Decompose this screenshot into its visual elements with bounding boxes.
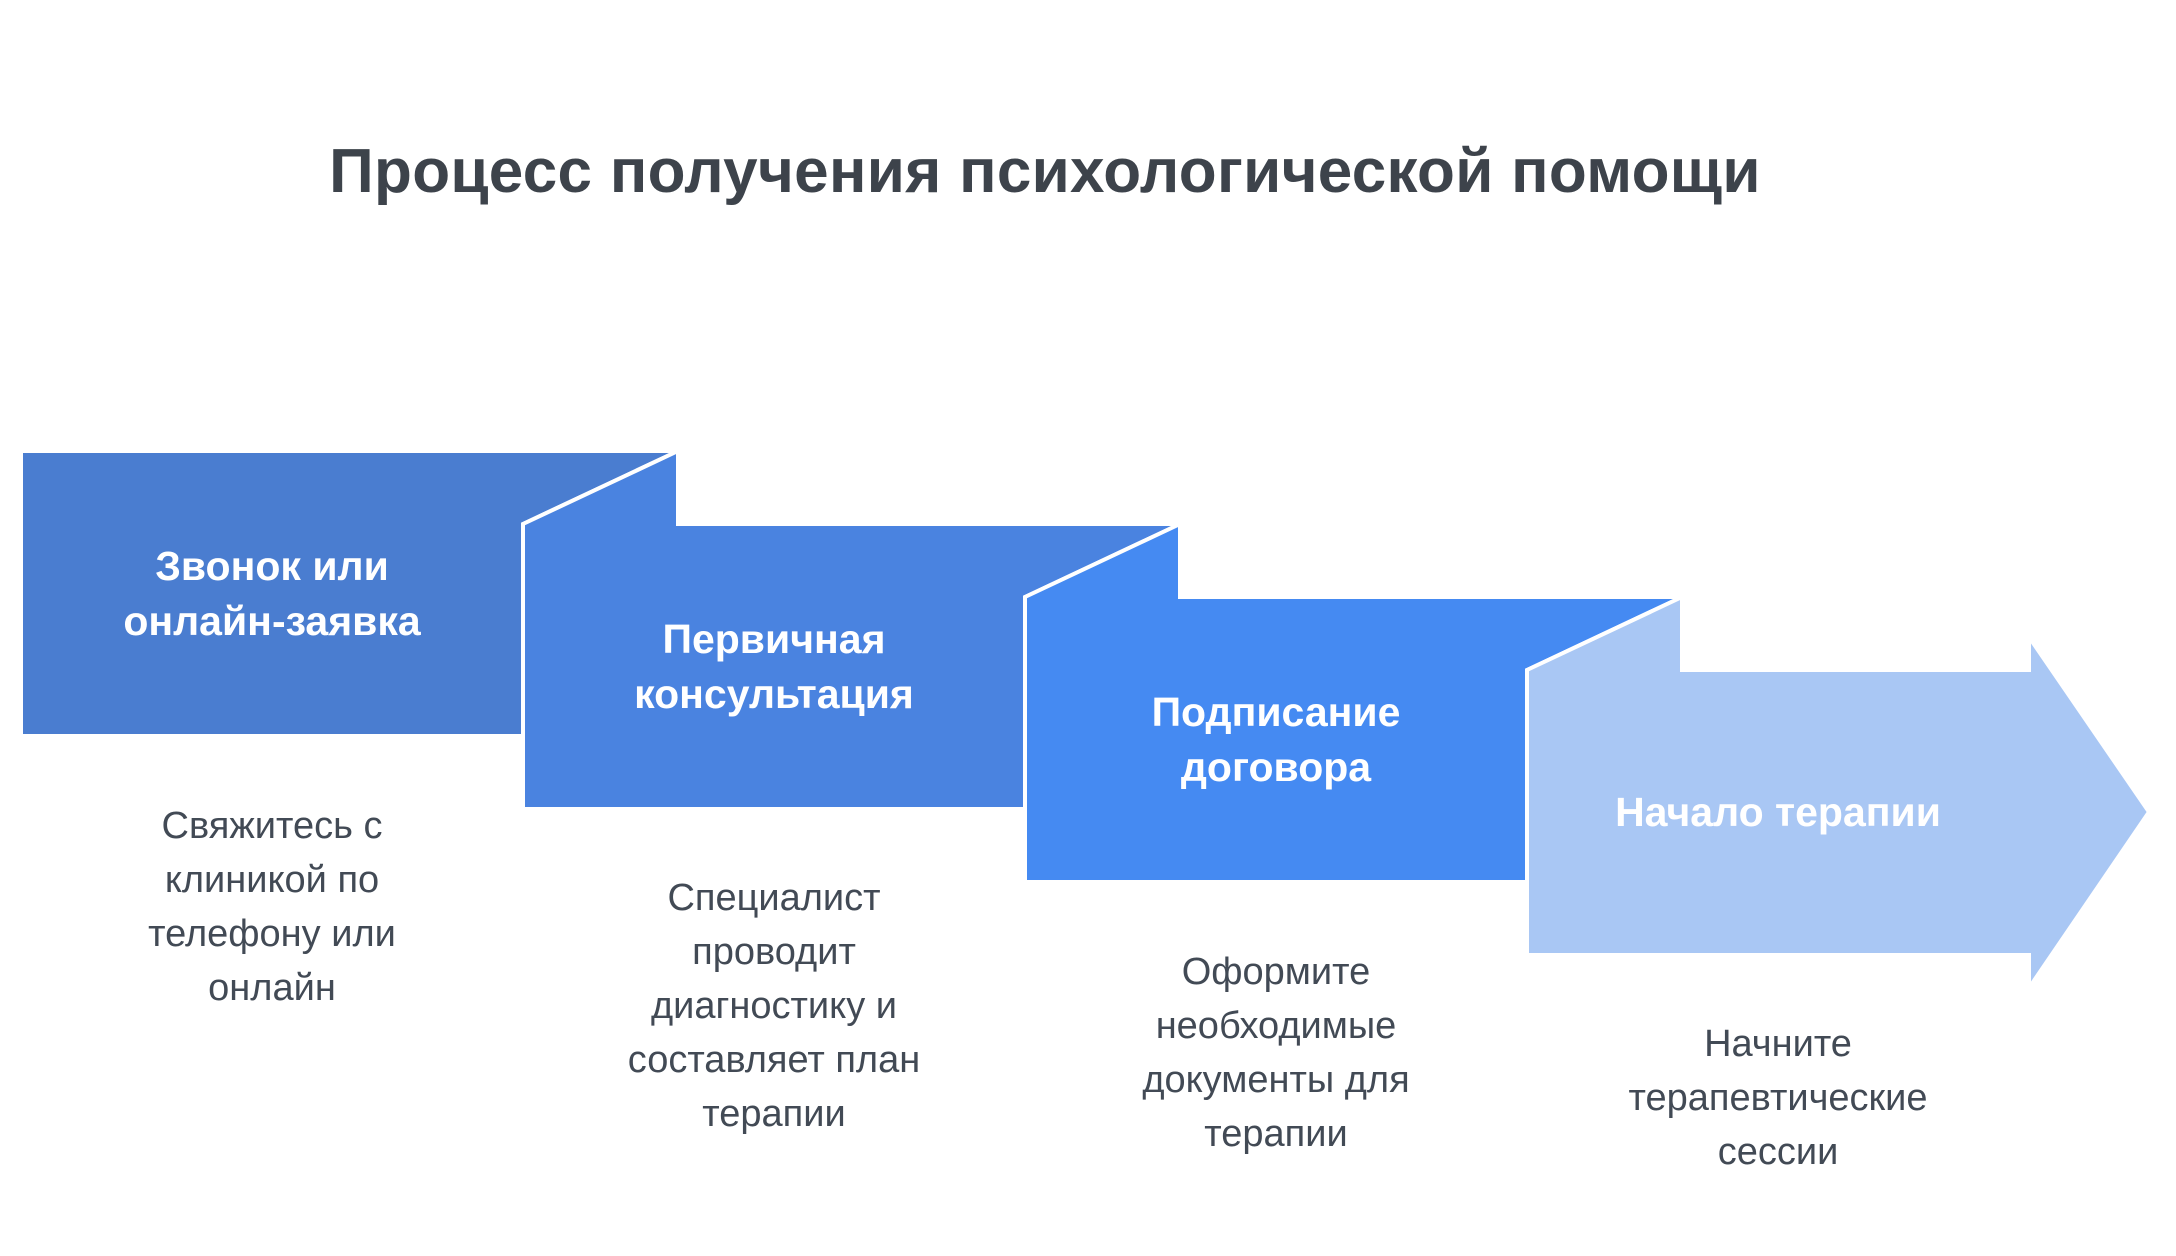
- step-1-description: Свяжитесь с клиникой по телефону или онл…: [21, 800, 523, 1016]
- step-2-description-text: Специалист проводит диагностику и состав…: [627, 877, 921, 1135]
- step-3-label: Подписание договора: [1025, 597, 1527, 882]
- step-1-label-text: Звонок или онлайн-заявка: [123, 543, 421, 644]
- step-3-description-text: Оформите необходимые документы для терап…: [1142, 951, 1410, 1155]
- step-3-description: Оформите необходимые документы для терап…: [1025, 946, 1527, 1162]
- page-title: Процесс получения психологической помощи: [329, 137, 1761, 206]
- step-2-description: Специалист проводит диагностику и состав…: [523, 872, 1025, 1142]
- step-4-description-text: Начните терапевтические сессии: [1628, 1023, 1928, 1173]
- step-4-label-text: Начало терапии: [1615, 789, 1941, 836]
- step-4-arrow-shape: [1525, 593, 2152, 995]
- step-4-label: Начало терапии: [1527, 670, 2029, 955]
- step-3-label-text: Подписание договора: [1151, 689, 1401, 790]
- step-4-description: Начните терапевтические сессии: [1527, 1018, 2029, 1180]
- step-1-label: Звонок или онлайн-заявка: [21, 451, 523, 736]
- step-2-label: Первичная консультация: [523, 524, 1025, 809]
- step-1-description-text: Свяжитесь с клиникой по телефону или онл…: [148, 805, 396, 1009]
- step-2-label-text: Первичная консультация: [634, 616, 914, 717]
